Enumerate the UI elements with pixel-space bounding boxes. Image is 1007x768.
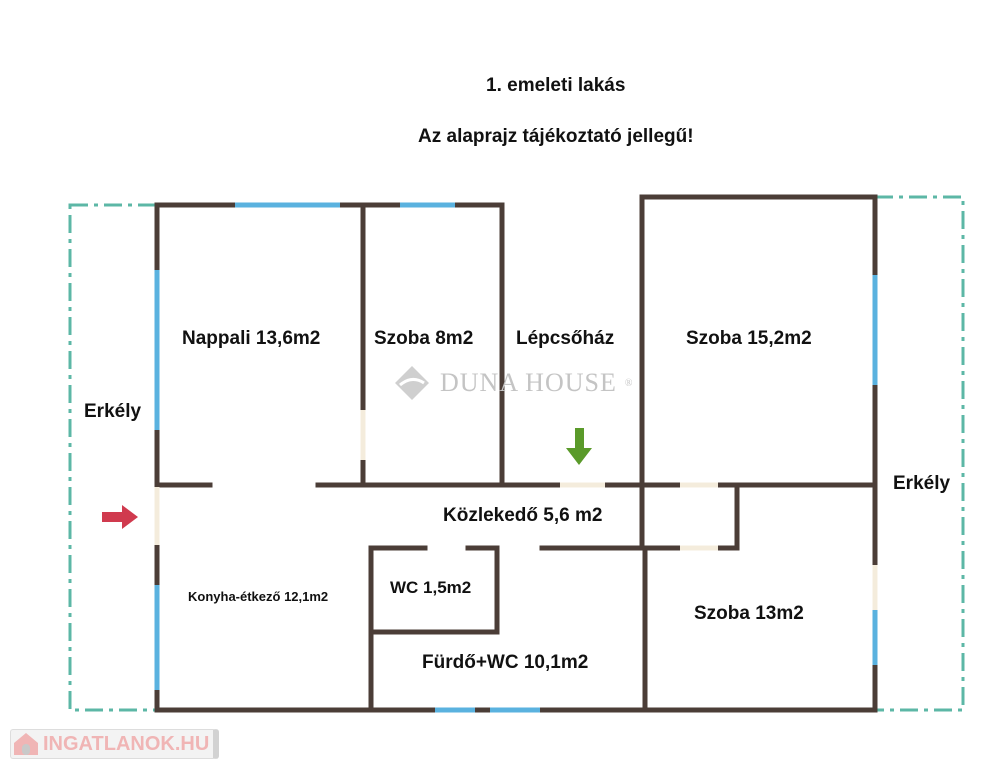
- room-label-konyha: Konyha-étkező 12,1m2: [188, 589, 329, 604]
- balconies: [68, 195, 965, 712]
- duna-house-watermark: DUNA HOUSE ®: [392, 363, 633, 403]
- house-icon: [14, 733, 38, 755]
- plan-title: 1. emeleti lakás: [486, 75, 626, 96]
- room-label-kozlekedo: Közlekedő 5,6 m2: [443, 505, 603, 526]
- room-label-lepcsohaz: Lépcsőház: [516, 328, 615, 349]
- entry-arrow-icon: [102, 505, 138, 529]
- room-label-szoba-15: Szoba 15,2m2: [686, 328, 812, 349]
- duna-house-logo-icon: [395, 366, 429, 400]
- stair-arrow-down-icon: [566, 428, 592, 465]
- windows: [154, 202, 878, 713]
- watermark-registered: ®: [624, 377, 634, 389]
- room-label-erkely-right: Erkély: [893, 473, 951, 494]
- room-label-szoba-13: Szoba 13m2: [694, 603, 804, 624]
- site-logo-text: INGATLANOK.HU: [43, 732, 210, 755]
- plan-subtitle: Az alaprajz tájékoztató jellegű!: [418, 126, 694, 147]
- room-label-nappali: Nappali 13,6m2: [182, 328, 321, 349]
- walls: [154, 194, 878, 713]
- openings: [154, 410, 878, 610]
- room-label-szoba-8: Szoba 8m2: [374, 328, 474, 349]
- room-label-furdo: Fürdő+WC 10,1m2: [422, 652, 589, 673]
- room-label-erkely-left: Erkély: [84, 401, 142, 422]
- room-label-wc: WC 1,5m2: [390, 578, 472, 597]
- watermark-text: DUNA HOUSE: [440, 368, 617, 397]
- ingatlanok-hu-logo: INGATLANOK.HU: [10, 729, 219, 759]
